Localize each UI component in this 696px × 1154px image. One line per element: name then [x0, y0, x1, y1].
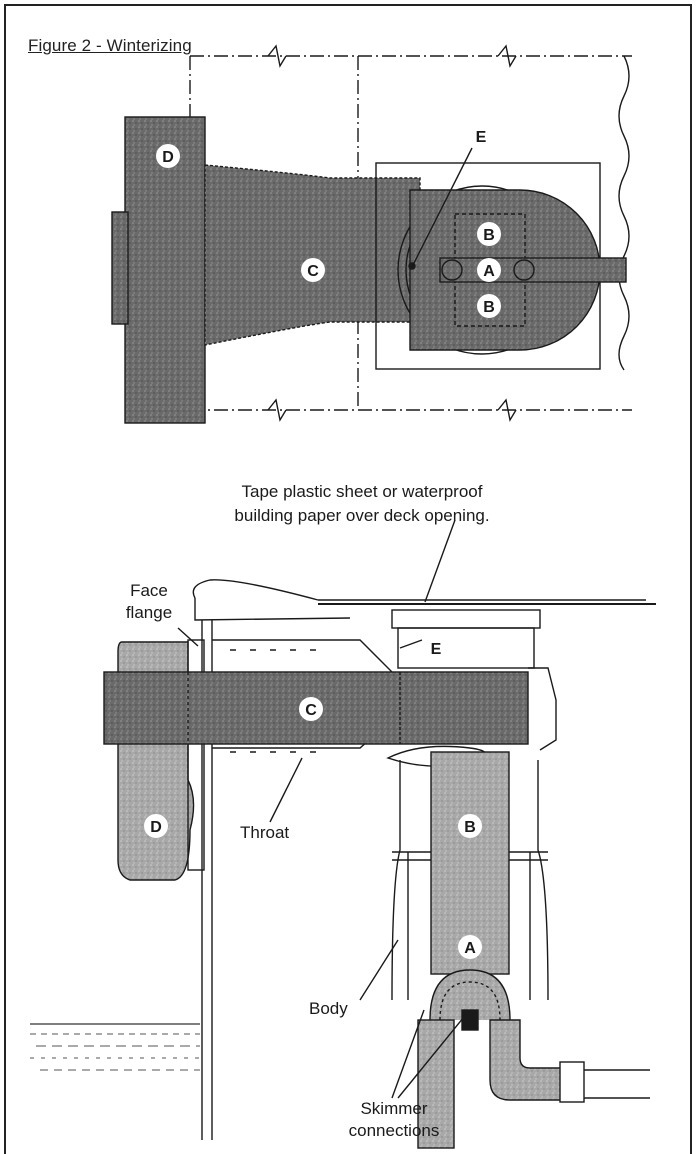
skimmer-line-2: connections — [348, 1121, 440, 1140]
face-flange-label: Face flange — [119, 580, 179, 624]
face-flange-line-2: flange — [125, 603, 173, 622]
label-d-side: D — [150, 819, 162, 836]
deck-opening-caption: Tape plastic sheet or waterproof buildin… — [180, 480, 544, 528]
label-c-top: C — [307, 263, 319, 280]
top-view — [111, 44, 632, 424]
side-view — [30, 519, 656, 1149]
label-c-side: C — [305, 702, 317, 719]
label-b-top-2: B — [483, 299, 495, 316]
leader-body — [359, 939, 399, 1001]
figure-frame — [4, 4, 692, 1154]
leader-face-flange — [177, 627, 199, 647]
throat-label: Throat — [240, 823, 290, 842]
leader-skimmer-2 — [397, 1011, 469, 1099]
figure-title: Figure 2 - Winterizing — [28, 36, 192, 55]
leader-throat — [269, 757, 303, 823]
face-flange-line-1: Face — [130, 581, 168, 600]
label-b-top-1: B — [483, 227, 495, 244]
water-surface — [30, 1023, 200, 1071]
skimmer-connections-label: Skimmer connections — [344, 1098, 444, 1142]
label-b-side: B — [464, 819, 476, 836]
label-d-top: D — [162, 149, 174, 166]
skimmer-line-1: Skimmer — [360, 1099, 428, 1118]
label-a-top: A — [483, 263, 495, 280]
deck-caption-line-2: building paper over deck opening. — [234, 506, 490, 525]
side-view-labels: C D B A E — [144, 641, 482, 959]
deck-caption-line-1: Tape plastic sheet or waterproof — [241, 482, 483, 501]
leader-skimmer-1 — [391, 1009, 425, 1099]
body-label: Body — [309, 999, 348, 1018]
top-view-labels: D C B A B E — [156, 129, 501, 318]
label-e-side: E — [431, 641, 442, 658]
label-e-top: E — [476, 129, 487, 146]
label-a-side: A — [464, 940, 476, 957]
